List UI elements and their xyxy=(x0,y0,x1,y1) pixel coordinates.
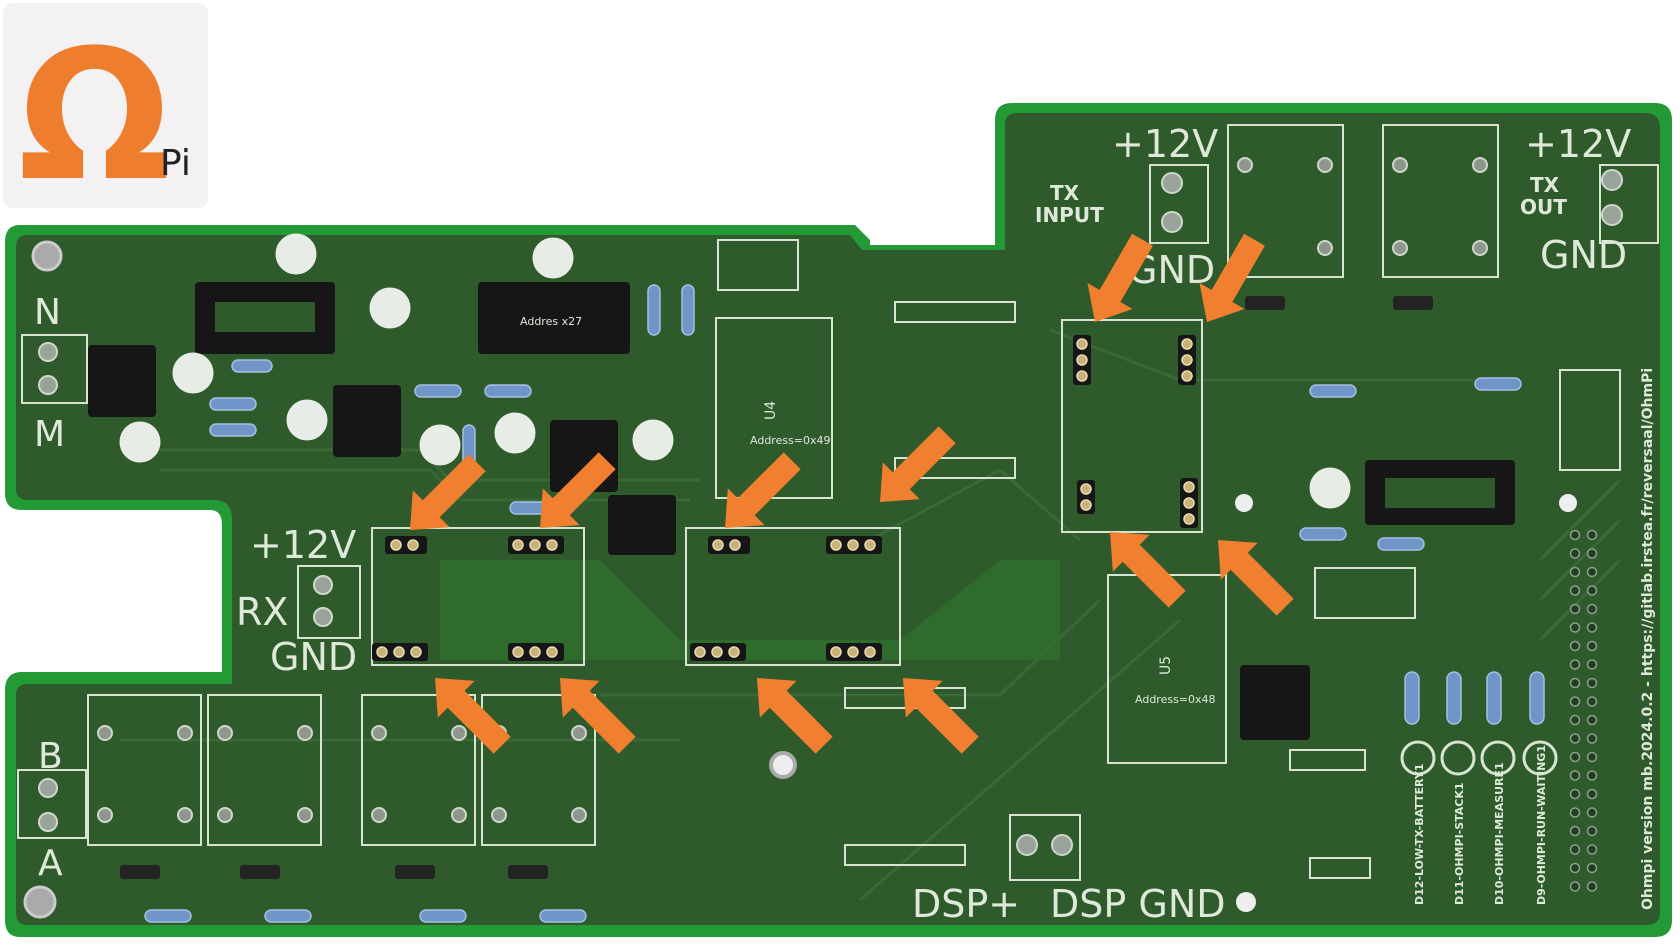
diodes xyxy=(120,296,1433,879)
gpio-pin xyxy=(1586,751,1598,763)
gpio-pin xyxy=(1569,640,1581,652)
mounting-holes xyxy=(23,240,1577,919)
gpio-pin xyxy=(1569,548,1581,559)
annotation-arrow xyxy=(880,426,956,502)
gpio-pin xyxy=(1586,677,1598,689)
gpio-pin xyxy=(1569,566,1581,578)
gpio-pin xyxy=(1586,825,1598,837)
annotation-arrow xyxy=(757,678,833,754)
logo-omega-icon: Ω xyxy=(18,12,171,221)
gpio-pin xyxy=(1569,714,1581,726)
annotation-arrow xyxy=(1199,233,1265,322)
header-sockets xyxy=(372,335,1198,661)
annotation-arrows xyxy=(410,233,1294,754)
led-label-d12: D12-LOW-TX-BATTERY1 xyxy=(1413,763,1426,905)
led-label-d11: D11-OHMPI-STACK1 xyxy=(1453,782,1466,905)
gpio-pin xyxy=(1586,603,1598,615)
gpio-pin xyxy=(1569,696,1581,707)
gpio-pin xyxy=(1569,603,1581,615)
gpio-pin xyxy=(1586,640,1598,652)
gpio-pin xyxy=(1569,529,1581,541)
gpio-pin xyxy=(1569,862,1581,874)
gpio-pin xyxy=(1586,548,1598,559)
gpio-pin xyxy=(1569,751,1581,763)
label-n: N xyxy=(34,292,61,333)
label-tx-out-12v: +12V xyxy=(1525,122,1631,166)
gpio-pin xyxy=(1586,585,1598,596)
module-u4-address: Address=0x49 xyxy=(750,434,831,447)
module-u5-ref: U5 xyxy=(1158,656,1174,675)
gpio-pin xyxy=(1586,622,1598,633)
connector-headers xyxy=(717,239,1621,879)
label-rx-12v: +12V xyxy=(250,523,356,567)
module-outlines: Address=0x49 U4 Address=0x48 U5 xyxy=(371,317,1227,764)
label-dsp-plus: DSP+ xyxy=(912,882,1020,926)
label-a: A xyxy=(38,843,63,884)
gpio-pin xyxy=(1569,807,1581,818)
gpio-pin xyxy=(1586,788,1598,800)
led-label-d10: D10-OHMPI-MEASURE1 xyxy=(1493,762,1506,905)
gpio-pin xyxy=(1569,788,1581,800)
annotation-arrow xyxy=(435,678,511,754)
gpio-pin xyxy=(1569,733,1581,744)
led-label-d9: D9-OHMPI-RUN-WAITING1 xyxy=(1535,745,1548,905)
gpio-pin xyxy=(1569,622,1581,633)
annotation-arrow xyxy=(540,452,616,528)
gpio-pin xyxy=(1569,770,1581,781)
gpio-pin xyxy=(1586,770,1598,781)
gpio-pin xyxy=(1586,714,1598,726)
gpio-pin xyxy=(1586,844,1598,855)
module-u4-ref: U4 xyxy=(763,401,779,420)
annotation-arrow xyxy=(560,678,636,754)
annotation-arrow xyxy=(903,678,979,754)
gpio-pin xyxy=(1586,881,1598,892)
label-rx: RX xyxy=(236,590,288,634)
annotation-arrow xyxy=(1087,233,1153,322)
resistors xyxy=(144,284,1545,923)
gpio-pin xyxy=(1569,881,1581,892)
gpio-pin xyxy=(1569,844,1581,855)
gpio-pin xyxy=(1569,585,1581,596)
label-dsp-gnd: DSP GND xyxy=(1050,882,1226,926)
screw-terminals xyxy=(17,164,1659,881)
annotation-arrow xyxy=(725,452,801,528)
label-tx-out-gnd: GND xyxy=(1540,233,1627,277)
ohmpi-logo: Ω Pi xyxy=(3,3,208,221)
status-leds: D12-LOW-TX-BATTERY1 D11-OHMPI-STACK1 D10… xyxy=(1400,740,1558,905)
gpio-pin xyxy=(1569,677,1581,689)
annotation-arrow xyxy=(1218,540,1294,616)
gpio-pin xyxy=(1586,529,1598,541)
annotation-arrow xyxy=(1110,532,1186,608)
ic-sockets: Addres x27 xyxy=(88,282,1515,740)
annotation-arrow xyxy=(410,454,486,530)
version-text: Ohmpi version mb.2024.0.2 - https://gitl… xyxy=(1640,368,1656,910)
gpio-pin xyxy=(1569,659,1581,670)
module-u5-address: Address=0x48 xyxy=(1135,693,1216,706)
capacitors xyxy=(119,233,1351,509)
gpio-pin xyxy=(1586,696,1598,707)
gpio-pin xyxy=(1569,825,1581,837)
label-rx-gnd: GND xyxy=(270,635,357,679)
gpio-header xyxy=(1569,529,1598,892)
gpio-pin xyxy=(1586,807,1598,818)
gpio-pin xyxy=(1586,862,1598,874)
gpio-pin xyxy=(1586,733,1598,744)
label-tx-input-12v: +12V xyxy=(1112,122,1218,166)
gpio-pin xyxy=(1586,659,1598,670)
label-m: M xyxy=(34,414,65,455)
logo-text: Pi xyxy=(160,143,191,184)
gpio-pin xyxy=(1586,566,1598,578)
module-u8-address: Addres x27 xyxy=(520,315,582,328)
